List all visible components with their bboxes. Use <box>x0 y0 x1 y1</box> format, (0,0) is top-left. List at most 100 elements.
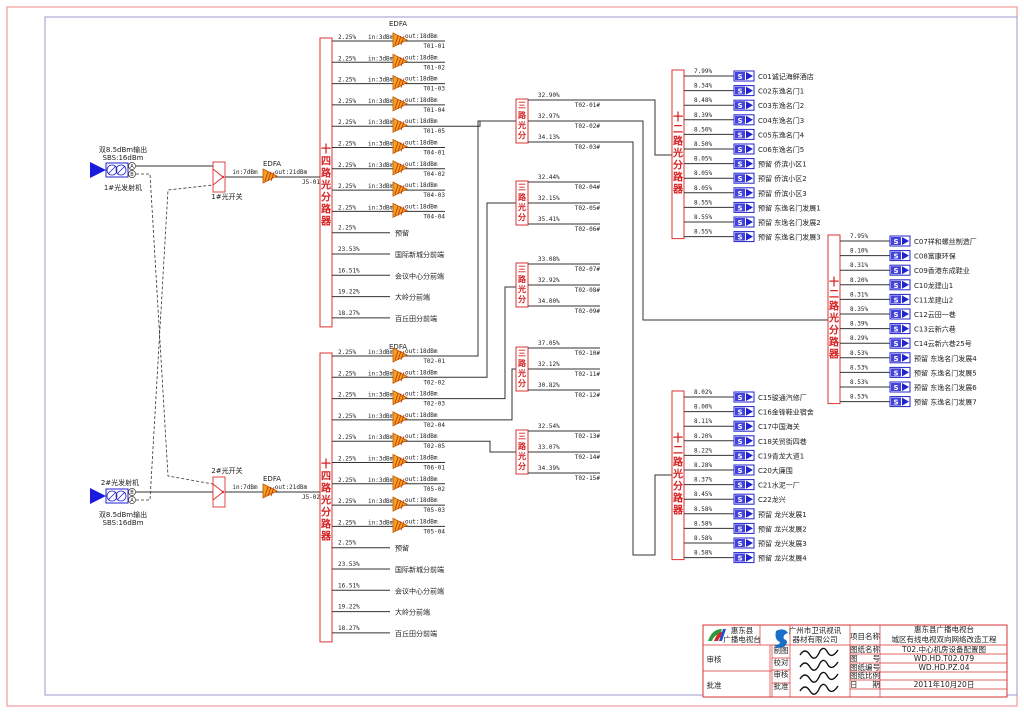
edfa-amplifier-icon <box>392 53 408 69</box>
branch-edfa-in: in:3dBm <box>368 119 394 126</box>
receiver-s <box>735 436 745 445</box>
splitter-label-char: 三 <box>518 265 526 274</box>
splitter-label-char: 路 <box>518 358 527 368</box>
branch-edfa-out: out:18dBm <box>405 76 438 83</box>
optical-receiver-icon: S <box>733 201 755 213</box>
edfa-hatch <box>397 35 402 46</box>
splitter-label-char: 路 <box>518 192 527 202</box>
node-destination: 预留 龙兴发展4 <box>758 554 807 563</box>
edfa-amplifier-icon <box>392 347 408 363</box>
branch-edfa-out: out:18dBm <box>405 497 438 504</box>
branch-port: T04-04 <box>423 213 445 220</box>
tb-field-value: WD.HD.PZ.04 <box>919 663 970 672</box>
receiver-arrow <box>902 339 909 348</box>
branch-edfa-out: out:18dBm <box>405 348 438 355</box>
optical-switch-2 <box>212 476 226 508</box>
branch-pct: 8.53% <box>850 364 868 371</box>
edfa-amplifier-icon <box>392 181 408 197</box>
branch-pct: 8.58% <box>694 535 712 542</box>
receiver-s <box>891 295 901 304</box>
main-edfa-1-label: EDFA <box>263 160 281 168</box>
splitter-branch: 23.53%国际新城分前端 <box>332 246 444 259</box>
edfa-hatch <box>264 171 269 182</box>
edfa-hatch <box>400 414 405 425</box>
splitter-3way-1: 三路光分32.90%T02-01#32.97%T02-02#34.13%T02-… <box>515 92 600 151</box>
branch-pct: 2.25% <box>338 225 356 232</box>
receiver-s <box>735 466 745 474</box>
edfa-hatch <box>394 206 399 216</box>
transmitter-1-output-label: 双8.5dBm输出 <box>99 145 147 154</box>
receiver-arrow <box>746 407 753 416</box>
optical-receiver-icon: S <box>733 464 755 476</box>
node-destination: C05东逸名门4 <box>758 130 805 139</box>
node-destination: 预留 东逸名门发展3 <box>758 233 821 242</box>
splitter-label-char: 二 <box>829 288 839 300</box>
edfa-hatch <box>397 163 402 173</box>
branch-edfa-in: in:3dBm <box>368 456 394 463</box>
receiver-arrow <box>746 422 753 431</box>
tb-field-label: 图纸编号 <box>850 662 880 672</box>
project-name: 惠东县广播电视台 <box>914 624 974 634</box>
edfa-hatch <box>400 457 405 467</box>
optical-receiver-icon: S <box>733 479 755 491</box>
branch-pct: 23.53% <box>338 246 360 253</box>
receiver-arrow <box>902 266 909 275</box>
splitter-branch: 2.25%预留 <box>332 540 409 553</box>
branch-port: T01-03 <box>423 86 445 93</box>
wire <box>445 202 516 378</box>
branch-pct: 8.45% <box>694 491 712 498</box>
edfa-hatch <box>397 99 402 110</box>
receiver-s <box>735 539 745 547</box>
receiver-s-glyph: S <box>893 253 898 261</box>
branch-edfa-in: in:3dBm <box>368 434 394 441</box>
optical-receiver-icon: S <box>733 158 755 170</box>
edfa-hatch <box>394 499 399 510</box>
tb-role: 校对 <box>774 657 789 667</box>
branch-pct: 35.41% <box>538 216 560 223</box>
receiver-arrow <box>746 86 753 95</box>
optical-receiver-icon: S <box>889 352 911 364</box>
branch-pct: 8.29% <box>850 335 868 342</box>
receiver-arrow <box>902 397 909 406</box>
splitter-branch: 19.22%大岭分前端 <box>332 289 430 302</box>
branch-dest: 百丘田分前端 <box>395 629 437 638</box>
edfa-hatch <box>397 414 402 425</box>
splitter-label-char: 路 <box>518 441 527 451</box>
splitter-label-char: 分 <box>518 294 526 304</box>
tv-station-logo-icon <box>708 629 726 641</box>
tb-field-value: 2011年10月20日 <box>914 679 975 689</box>
branch-edfa-in: in:3dBm <box>368 55 394 62</box>
diagram-content: 双8.5dBm输出SBS:16dBmAB1#光发射机2#光发射机AB双8.5dB… <box>90 20 977 643</box>
splitter-label-char: 路 <box>829 335 840 348</box>
branch-pct: 8.28% <box>694 462 712 469</box>
splitter-label-char: 分 <box>321 190 331 203</box>
transmitter-coil-line <box>116 491 126 501</box>
branch-pct: 32.15% <box>538 195 560 202</box>
branch-port: T02-14# <box>575 454 601 461</box>
branch-pct: 2.25% <box>338 370 356 377</box>
tb-field-label: 图 号 <box>850 654 880 663</box>
branch-edfa-out: out:18dBm <box>405 182 438 189</box>
edfa-hatch <box>394 393 399 403</box>
optical-receiver-icon: S <box>733 85 755 97</box>
node-destination: 预留 东逸名门发展5 <box>914 368 977 377</box>
receiver-s <box>735 86 745 95</box>
edfa-amplifier-icon <box>392 517 408 534</box>
branch-edfa-in: in:3dBm <box>368 162 394 169</box>
edfa-hatch <box>400 57 405 67</box>
receiver-s <box>735 524 745 533</box>
receiver-arrow <box>746 509 753 518</box>
branch-port: T02-02 <box>423 379 445 386</box>
tb-role: 批准 <box>774 681 789 691</box>
